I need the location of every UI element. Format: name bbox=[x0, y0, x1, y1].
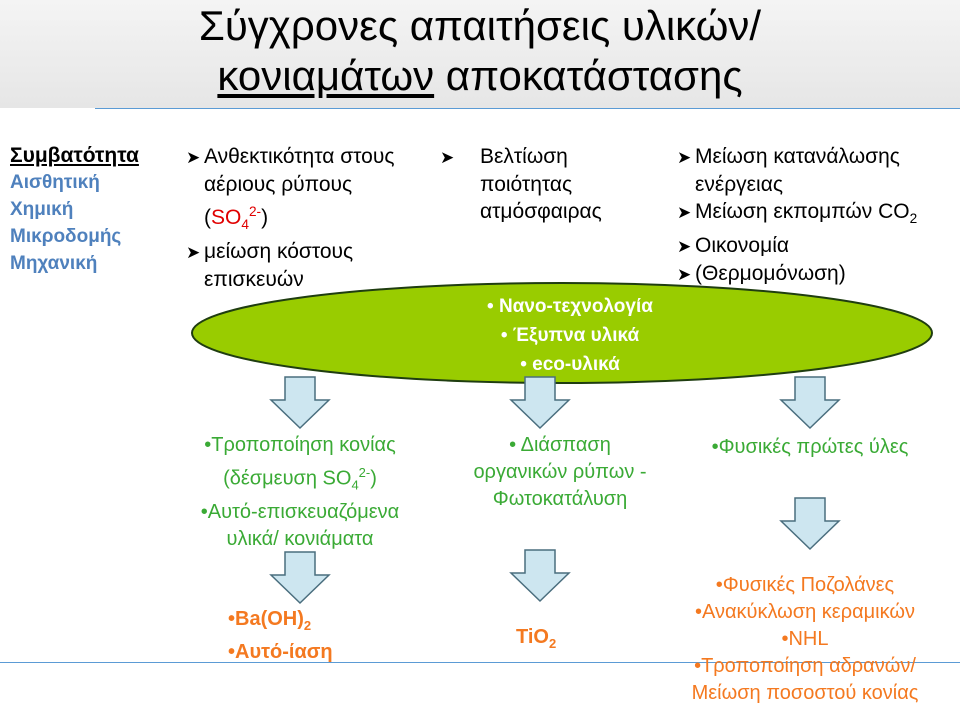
arrow-bullet-icon: ➤ bbox=[677, 203, 692, 222]
req-text: (Θερμομόνωση) bbox=[695, 262, 846, 286]
compatibility-item: Αισθητική bbox=[10, 172, 100, 193]
orange-mid-block: TiO2 bbox=[516, 624, 556, 657]
req-formula: (SO42-) bbox=[204, 204, 269, 233]
down-arrow-icon bbox=[779, 376, 841, 430]
material-text: •Ba(OH)2 bbox=[228, 608, 312, 633]
solution-formula: (δέσμευση SO42-) bbox=[223, 465, 377, 493]
solution-text: Φωτοκατάλυση bbox=[492, 488, 628, 510]
arrow-bullet-icon: ➤ bbox=[186, 148, 201, 167]
req-text: αέριους ρύπους bbox=[204, 173, 353, 196]
material-text: •Τροποποίηση αδρανών/ bbox=[694, 655, 916, 677]
ellipse-item: • Νανο-τεχνολογία bbox=[487, 296, 653, 317]
compatibility-item: Μικροδομής bbox=[10, 226, 122, 247]
down-arrow-icon bbox=[509, 376, 571, 430]
material-text: Μείωση ποσοστού κονίας bbox=[691, 682, 919, 704]
solution-text: υλικά/ κονιάματα bbox=[226, 527, 374, 550]
material-text: •Φυσικές Ποζολάνες bbox=[715, 574, 895, 596]
orange-right-block: •Φυσικές Ποζολάνες •Ανακύκλωση κεραμικών… bbox=[655, 572, 955, 707]
solution-text: •Φυσικές πρώτες ύλες bbox=[711, 436, 909, 458]
req-text: Μείωση εκπομπών CO bbox=[695, 200, 910, 223]
compatibility-list: Συμβατότητα Αισθητική Χημική Μικροδομής … bbox=[10, 142, 139, 277]
arrow-bullet-icon: ➤ bbox=[677, 265, 692, 285]
ellipse-item: • Έξυπνα υλικά bbox=[500, 325, 640, 346]
compatibility-item: Μηχανική bbox=[10, 253, 98, 274]
req-text: μείωση κόστους bbox=[204, 240, 354, 264]
arrow-bullet-icon: ➤ bbox=[440, 148, 455, 167]
compatibility-heading: Συμβατότητα bbox=[10, 144, 139, 167]
requirements-column-2: ➤ Βελτίωση ποιότητας ατμόσφαιρας bbox=[440, 143, 602, 225]
arrow-bullet-icon: ➤ bbox=[186, 243, 201, 263]
req-text: Βελτίωση bbox=[480, 145, 568, 168]
arrow-bullet-icon: ➤ bbox=[677, 237, 692, 257]
green-left-block: •Τροποποίηση κονίας (δέσμευση SO42-) •Αυ… bbox=[155, 432, 445, 553]
ellipse-item: • eco-υλικά bbox=[520, 354, 620, 375]
req-text: Ανθεκτικότητα στους bbox=[204, 145, 395, 168]
orange-left-block: •Ba(OH)2 •Αυτό-ίαση bbox=[228, 606, 333, 666]
req-text: επισκευών bbox=[204, 268, 304, 292]
slide-title-line-1: Σύγχρονες απαιτήσεις υλικών/ bbox=[198, 2, 762, 49]
requirements-column-1: ➤Ανθεκτικότητα στους αέριους ρύπους (SO4… bbox=[186, 143, 394, 293]
green-right-block: •Φυσικές πρώτες ύλες bbox=[680, 434, 940, 461]
compatibility-item: Χημική bbox=[10, 199, 74, 220]
req-text: ατμόσφαιρας bbox=[480, 200, 602, 223]
top-divider bbox=[95, 108, 960, 109]
material-text: •Ανακύκλωση κεραμικών bbox=[694, 601, 915, 623]
down-arrow-icon bbox=[269, 376, 331, 430]
material-text: •NHL bbox=[781, 628, 829, 650]
down-arrow-icon bbox=[779, 497, 841, 551]
material-text: •Αυτό-ίαση bbox=[228, 641, 333, 663]
material-text: TiO bbox=[516, 626, 549, 648]
solution-text: οργανικών ρύπων - bbox=[473, 461, 647, 483]
slide-title-line-2: κονιαμάτων αποκατάστασης bbox=[0, 52, 960, 100]
solution-text: •Τροποποίηση κονίας bbox=[204, 434, 396, 456]
down-arrow-icon bbox=[269, 551, 331, 605]
title-underlined-word: κονιαμάτων bbox=[217, 52, 435, 99]
req-text: ενέργειας bbox=[695, 173, 783, 196]
title-bar bbox=[0, 0, 960, 108]
requirements-column-3: ➤Μείωση κατανάλωσης ενέργειας ➤Μείωση εκ… bbox=[677, 143, 917, 288]
green-mid-block: • Διάσπαση οργανικών ρύπων - Φωτοκατάλυσ… bbox=[440, 432, 680, 513]
title-rest: αποκατάστασης bbox=[434, 52, 743, 99]
solution-text: •Αυτό-επισκευαζόμενα bbox=[200, 500, 400, 523]
arrow-bullet-icon: ➤ bbox=[677, 148, 692, 167]
req-text: Οικονομία bbox=[695, 234, 790, 258]
req-text: ποιότητας bbox=[480, 173, 573, 196]
req-text: Μείωση κατανάλωσης bbox=[695, 145, 900, 168]
solution-text: • Διάσπαση bbox=[509, 434, 611, 456]
material-subscript: 2 bbox=[548, 636, 557, 651]
down-arrow-icon bbox=[509, 549, 571, 603]
req-subscript: 2 bbox=[909, 211, 918, 227]
ellipse-text: • Νανο-τεχνολογία • Έξυπνα υλικά • eco-υ… bbox=[390, 292, 750, 379]
technology-ellipse bbox=[191, 282, 933, 384]
bottom-divider bbox=[0, 662, 960, 663]
